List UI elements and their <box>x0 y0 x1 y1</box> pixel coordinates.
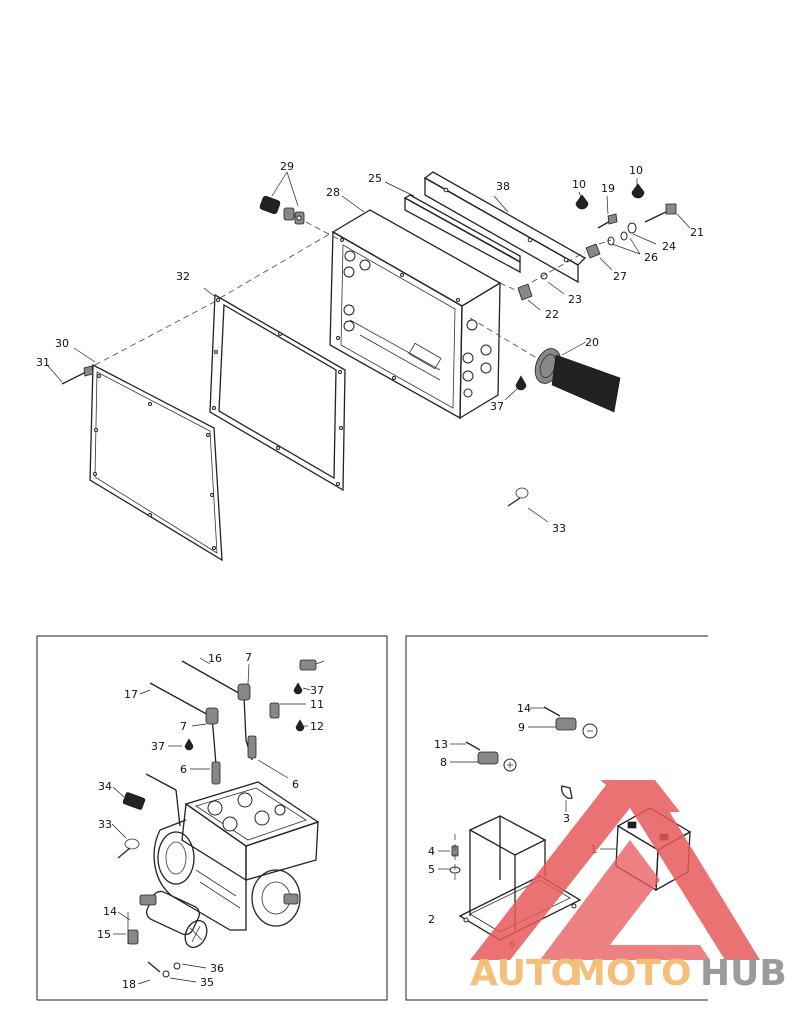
clip-parts <box>117 792 146 859</box>
callout-24: 24 <box>662 240 676 253</box>
battery-panel: 14 9 13 8 3 4 1 5 2 <box>405 635 708 1001</box>
callout-13: 13 <box>434 738 448 751</box>
mounting-bracket <box>403 171 587 284</box>
watermark-logo: AUTO MOTO HUB <box>470 780 787 994</box>
callout-16: 16 <box>208 652 222 665</box>
cable-fittings <box>259 195 305 225</box>
callout-14-battery: 14 <box>517 702 531 715</box>
battery-terminals <box>465 706 598 799</box>
cable-harness <box>534 348 621 413</box>
callout-29: 29 <box>280 160 294 173</box>
callout-27: 27 <box>613 270 627 283</box>
callout-38: 38 <box>496 180 510 193</box>
top-assembly: 29 28 25 38 10 19 10 21 24 26 27 23 22 2… <box>36 160 704 562</box>
alignment-lines-top <box>94 221 612 366</box>
leader-lines-top <box>47 171 691 523</box>
callout-23: 23 <box>568 293 582 306</box>
callout-3: 3 <box>563 812 570 825</box>
callout-26: 26 <box>644 251 658 264</box>
callouts-top: 29 28 25 38 10 19 10 21 24 26 27 23 22 2… <box>36 160 704 535</box>
callout-10a: 10 <box>572 178 586 191</box>
callout-11: 11 <box>310 698 324 711</box>
callout-32: 32 <box>176 270 190 283</box>
gasket <box>209 293 346 492</box>
engine-panel: 16 7 37 11 17 7 12 37 6 6 34 33 14 15 36… <box>36 635 388 1001</box>
callout-18: 18 <box>122 978 136 991</box>
callout-35: 35 <box>200 976 214 989</box>
watermark-moto: MOTO <box>570 953 692 994</box>
callout-14: 14 <box>103 905 117 918</box>
tray-hardware <box>449 834 461 880</box>
callout-36: 36 <box>210 962 224 975</box>
leader-lines-engine <box>111 657 311 985</box>
callout-34: 34 <box>98 780 112 793</box>
callouts-battery: 14 9 13 8 3 4 1 5 2 <box>428 702 597 926</box>
callouts-engine: 16 7 37 11 17 7 12 37 6 6 34 33 14 15 36… <box>97 651 324 991</box>
fasteners-top <box>61 183 677 507</box>
callout-25: 25 <box>368 172 382 185</box>
watermark-auto: AUTO <box>470 953 581 994</box>
callout-6b: 6 <box>292 778 299 791</box>
engine-block <box>153 781 320 931</box>
callout-37a: 37 <box>310 684 324 697</box>
callout-21: 21 <box>690 226 704 239</box>
callout-37b: 37 <box>151 740 165 753</box>
callout-33: 33 <box>552 522 566 535</box>
cover-plate <box>89 363 223 562</box>
callout-30: 30 <box>55 337 69 350</box>
callout-20: 20 <box>585 336 599 349</box>
callout-37: 37 <box>490 400 504 413</box>
starter-motor <box>127 890 208 978</box>
callout-5: 5 <box>428 863 435 876</box>
callout-8: 8 <box>440 756 447 769</box>
callout-33-engine: 33 <box>98 818 112 831</box>
callout-7a: 7 <box>245 651 252 664</box>
callout-4: 4 <box>428 845 435 858</box>
callout-22: 22 <box>545 308 559 321</box>
battery-tray <box>458 815 582 947</box>
leader-lines-battery <box>438 707 616 870</box>
callout-10b: 10 <box>629 164 643 177</box>
callout-2: 2 <box>428 913 435 926</box>
callout-12: 12 <box>310 720 324 733</box>
callout-9: 9 <box>518 721 525 734</box>
callout-28: 28 <box>326 186 340 199</box>
callout-7b: 7 <box>180 720 187 733</box>
callout-19: 19 <box>601 182 615 195</box>
callout-15: 15 <box>97 928 111 941</box>
callout-17: 17 <box>124 688 138 701</box>
ignition-wires <box>145 659 325 827</box>
callout-31: 31 <box>36 356 50 369</box>
watermark-hub: HUB <box>700 953 787 994</box>
callout-6a: 6 <box>180 763 187 776</box>
electrical-box <box>329 209 502 420</box>
